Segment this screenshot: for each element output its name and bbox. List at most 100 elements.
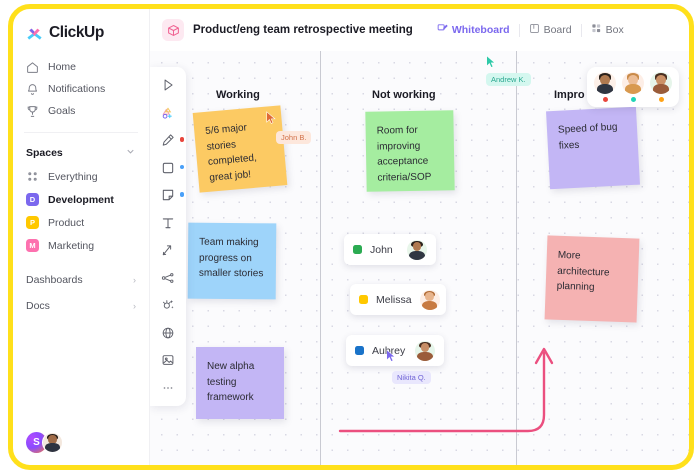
clickup-app-window: ClickUp Home xyxy=(13,9,689,465)
sticky-note-text: More architecture planning xyxy=(556,249,610,294)
image-tool[interactable] xyxy=(156,349,180,371)
presence-dot xyxy=(602,97,608,102)
avatar-face xyxy=(43,433,62,452)
sidebar-item-marketing-label: Marketing xyxy=(48,239,95,252)
column-title-working: Working xyxy=(216,89,260,101)
main-area: Product/eng team retrospective meeting W… xyxy=(150,9,689,465)
bell-icon xyxy=(26,83,39,96)
sidebar-item-notifications-label: Notifications xyxy=(48,83,106,95)
avatar-face xyxy=(415,341,435,361)
trophy-icon xyxy=(26,105,39,118)
sticky-note-working-2[interactable]: Team making progress on smaller stories xyxy=(187,222,277,300)
pen-color-indicator xyxy=(179,137,184,142)
board-icon xyxy=(529,23,540,37)
doc-header: Product/eng team retrospective meeting W… xyxy=(150,9,689,51)
space-chip-marketing: M xyxy=(26,239,39,252)
sidebar-item-docs-label: Docs xyxy=(26,300,50,312)
spaces-header[interactable]: Spaces xyxy=(13,141,149,165)
sticky-note-tool[interactable] xyxy=(156,184,184,206)
spaces-title: Spaces xyxy=(26,147,63,159)
spaces-list: Everything D Development P Product M Mar… xyxy=(13,165,149,257)
tab-box-label: Box xyxy=(605,24,624,36)
sidebar-item-product-label: Product xyxy=(48,216,85,229)
sidebar-item-marketing[interactable]: M Marketing xyxy=(13,234,149,257)
sidebar-item-home[interactable]: Home xyxy=(13,56,149,78)
sidebar-divider xyxy=(24,132,138,133)
collaborator-aubrey[interactable] xyxy=(650,72,672,102)
sticky-note-working-3[interactable]: New alpha testing framework xyxy=(196,347,284,419)
collaborator-john[interactable] xyxy=(594,72,616,102)
avatar[interactable] xyxy=(419,289,440,310)
chevron-down-icon[interactable] xyxy=(125,144,136,162)
clickup-logo[interactable]: ClickUp xyxy=(13,9,149,42)
sticky-note-text: New alpha testing framework xyxy=(207,361,255,403)
ai-tool[interactable] xyxy=(156,294,180,316)
avatar-face xyxy=(650,72,672,94)
sticky-note-notworking-1[interactable]: Room for improving acceptance criteria/S… xyxy=(365,110,455,192)
user-avatar[interactable] xyxy=(42,431,63,453)
tab-whiteboard[interactable]: Whiteboard xyxy=(428,21,519,39)
avatar[interactable] xyxy=(407,239,427,260)
primary-nav: Home Notifications xyxy=(13,56,149,122)
tab-board[interactable]: Board xyxy=(520,21,581,39)
avatar-face xyxy=(420,290,440,310)
presence-dot xyxy=(630,97,636,102)
grid-icon xyxy=(26,170,39,183)
task-card-aubrey[interactable]: Aubrey xyxy=(346,335,444,366)
avatar-face xyxy=(622,72,644,94)
sidebar-item-docs[interactable]: Docs › xyxy=(13,293,149,319)
sidebar-item-goals[interactable]: Goals xyxy=(13,100,149,122)
text-tool[interactable] xyxy=(156,212,180,234)
column-separator-1 xyxy=(320,51,322,465)
shape-color-indicator xyxy=(179,164,184,169)
workspace-avatar[interactable]: S xyxy=(26,431,47,453)
whiteboard-box-icon xyxy=(162,19,184,41)
space-chip-development: D xyxy=(26,193,39,206)
tab-separator-2 xyxy=(580,23,582,37)
column-title-not-working: Not working xyxy=(372,89,436,101)
sticky-note-improve-1[interactable]: Speed of bug fixes xyxy=(546,106,640,190)
whiteboard-canvas[interactable]: Working Not working Impro 5/6 major stor… xyxy=(150,51,689,465)
avatar[interactable] xyxy=(594,72,616,94)
sticky-note-improve-2[interactable]: More architecture planning xyxy=(544,235,640,323)
sidebar-item-notifications[interactable]: Notifications xyxy=(13,78,149,100)
embed-tool[interactable] xyxy=(156,322,180,344)
clickup-logo-icon xyxy=(26,25,43,42)
tab-box[interactable]: Box xyxy=(582,21,633,39)
cursor-pointer-nikita xyxy=(386,349,397,368)
connector-tool[interactable] xyxy=(156,239,180,261)
sticky-note-text: Room for improving acceptance criteria/S… xyxy=(376,124,432,184)
cursor-pointer-andrew xyxy=(486,55,497,74)
sticky-color-indicator xyxy=(179,192,184,197)
select-tool[interactable] xyxy=(156,74,180,96)
more-tools[interactable] xyxy=(156,377,180,399)
sidebar-item-goals-label: Goals xyxy=(48,105,76,117)
task-card-label: Melissa xyxy=(376,293,412,306)
status-dot xyxy=(359,295,368,304)
chevron-right-icon-dashboards[interactable]: › xyxy=(133,275,136,285)
chevron-right-icon-docs[interactable]: › xyxy=(133,301,136,311)
collaborator-melissa[interactable] xyxy=(622,72,644,102)
connector-arrow xyxy=(338,347,554,433)
sidebar-item-everything[interactable]: Everything xyxy=(13,165,149,188)
status-dot xyxy=(355,346,364,355)
sidebar-item-product[interactable]: P Product xyxy=(13,211,149,234)
shape-tool[interactable] xyxy=(156,157,184,179)
avatar[interactable] xyxy=(622,72,644,94)
sidebar-item-development[interactable]: D Development xyxy=(13,188,149,211)
sidebar-item-dashboards-label: Dashboards xyxy=(26,274,83,286)
avatar[interactable] xyxy=(650,72,672,94)
tab-board-label: Board xyxy=(543,24,572,36)
task-card-melissa[interactable]: Melissa xyxy=(350,284,446,315)
avatar-face xyxy=(407,240,427,260)
pen-tool[interactable] xyxy=(156,129,184,151)
mindmap-tool[interactable] xyxy=(156,267,180,289)
avatar[interactable] xyxy=(415,340,435,361)
sidebar-user-area[interactable]: S xyxy=(13,419,149,465)
task-card-john[interactable]: John xyxy=(344,234,436,265)
cursor-label-john: John B. xyxy=(276,131,312,144)
sidebar-item-dashboards[interactable]: Dashboards › xyxy=(13,267,149,293)
add-collaborator-tool[interactable] xyxy=(156,102,180,124)
tab-whiteboard-label: Whiteboard xyxy=(451,24,510,36)
